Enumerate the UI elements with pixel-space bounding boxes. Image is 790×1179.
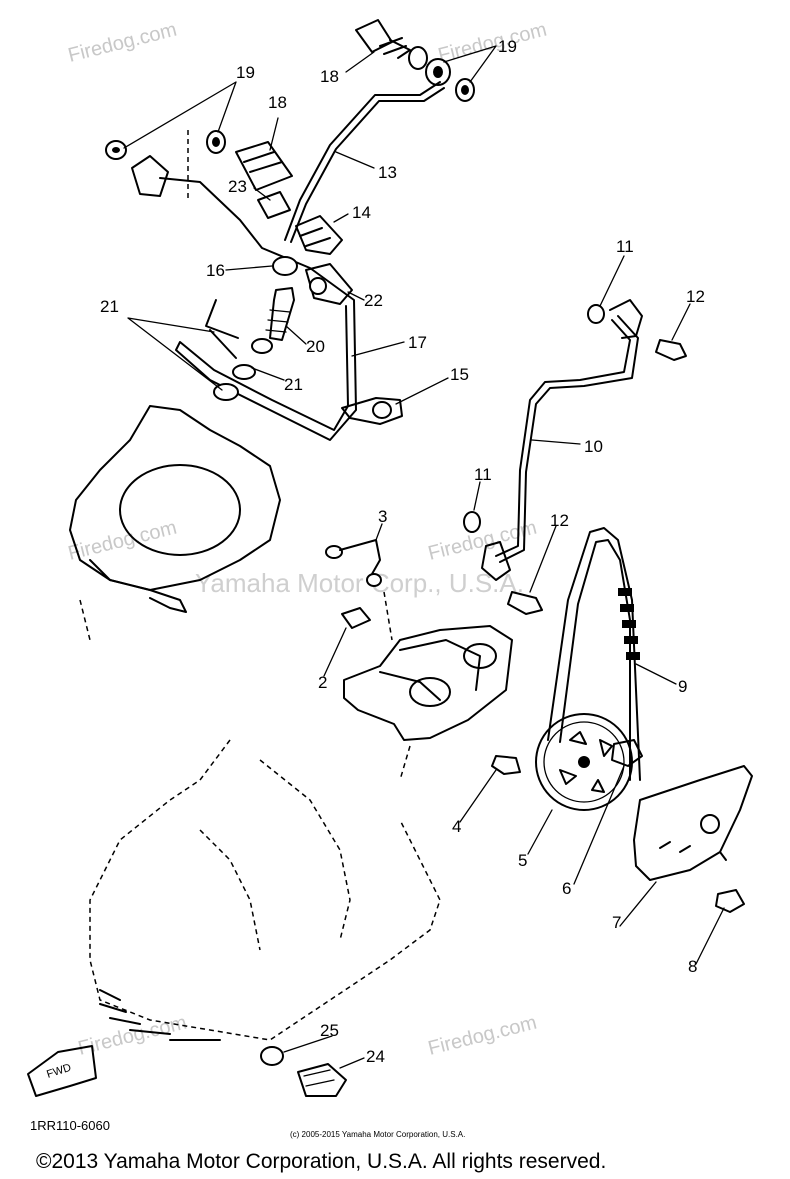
callout-20: 20 [306,337,325,356]
banjo-14 [295,215,343,255]
watermarks: Firedog.com Firedog.com Firedog.com Fire… [66,19,549,1060]
callout-19-top: 19 [498,37,517,56]
callout-15: 15 [450,365,469,384]
banjo-bolt-left [235,141,293,191]
crankcase [89,739,441,1041]
callout-10: 10 [584,437,603,456]
callout-9: 9 [678,677,687,696]
bolt-20 [269,287,295,341]
watermark-firedog-1: Firedog.com [66,19,179,67]
callout-11-mid: 11 [474,465,492,484]
callout-12-top: 12 [686,287,705,306]
bolt-6 [611,739,643,767]
dowel-2 [341,607,371,629]
oil-pipe-10 [495,319,631,557]
copyright-footer: ©2013 Yamaha Motor Corporation, U.S.A. A… [36,1150,606,1173]
callout-18-top: 18 [320,67,339,86]
callout-13: 13 [378,163,397,182]
callout-24: 24 [366,1047,385,1066]
callout-21-lower: 21 [284,375,303,394]
small-copyright-notice: (c) 2005-2015 Yamaha Motor Corporation, … [290,1130,465,1139]
oil-pipe-13 [284,81,441,241]
callout-5: 5 [518,851,527,870]
washers-left [105,130,226,160]
oil-pump-assembly [343,625,513,781]
o-ring-11-mid [463,511,481,533]
callout-19-left: 19 [236,63,255,82]
bolt-12-top [655,339,687,361]
callout-8: 8 [688,957,697,976]
callout-17: 17 [408,333,427,352]
banjo-22 [305,263,353,305]
callout-11-top: 11 [616,237,634,256]
diagram-code: 1RR110-6060 [30,1118,110,1133]
callout-3: 3 [378,507,387,526]
gasket-23 [257,191,291,219]
callout-25: 25 [320,1021,339,1040]
bolt-12-mid [507,591,543,615]
banjo-bolt-top [355,19,411,59]
watermark-yamaha: Yamaha Motor Corp., U.S.A. [195,568,524,598]
callout-14: 14 [352,203,371,222]
cover-7 [633,765,753,881]
callout-6: 6 [562,879,571,898]
part-callouts: 2 3 4 5 6 7 8 9 10 11 11 12 12 13 14 15 … [100,37,705,1066]
drive-chain-9 [547,527,641,781]
callout-7: 7 [612,913,621,932]
oil-pipe-17 [159,177,357,441]
bolt-4 [491,755,521,775]
bolt-8 [715,889,745,913]
o-ring-11-top [587,304,605,324]
callout-22: 22 [364,291,383,310]
washers-top [408,46,475,102]
callout-4: 4 [452,817,461,836]
callout-18-left: 18 [268,93,287,112]
washer-25 [260,1046,284,1066]
cylinder-block [69,405,281,641]
leader-lines [123,45,725,1069]
line-drawing [27,19,753,1097]
callout-21-left: 21 [100,297,119,316]
callout-2: 2 [318,673,327,692]
fwd-arrow [27,1045,97,1097]
callout-23: 23 [228,177,247,196]
drain-bolt-24 [297,1063,347,1097]
callout-16: 16 [206,261,225,280]
watermark-firedog-4: Firedog.com [426,517,539,565]
fitting-15 [341,397,403,425]
watermark-firedog-6: Firedog.com [426,1012,539,1060]
callout-12-mid: 12 [550,511,569,530]
fwd-label: FWD [45,1062,73,1081]
